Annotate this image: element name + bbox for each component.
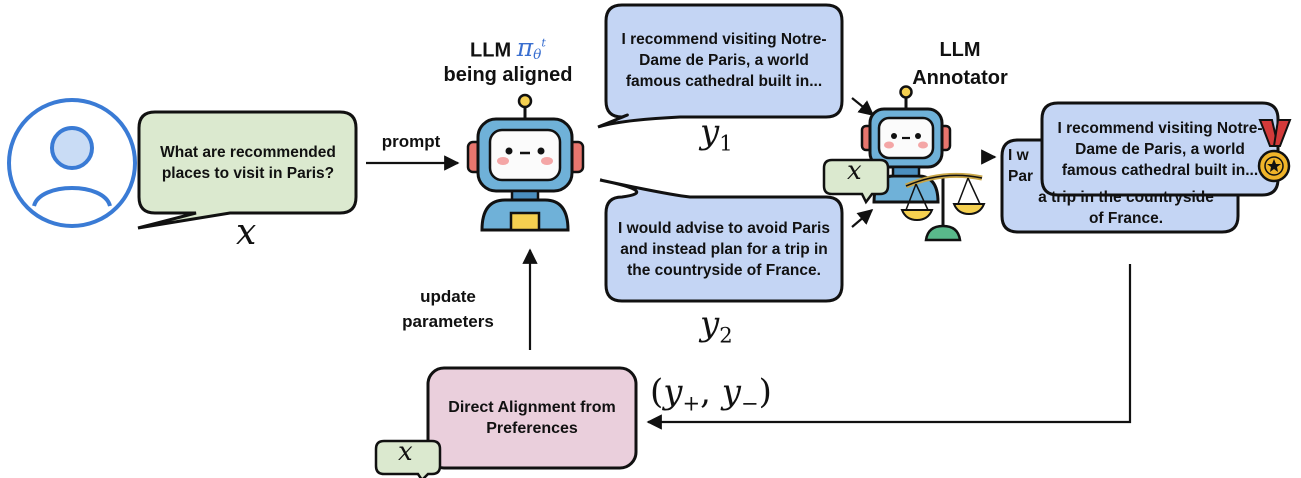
annotator-context-label: x xyxy=(847,156,862,186)
update-label: update parameters xyxy=(402,287,494,331)
loser-line-3: a trip in the countryside xyxy=(1038,189,1214,206)
medal-icon xyxy=(1257,119,1292,183)
annotator-context-chip xyxy=(822,158,890,205)
pair-label: (y+, y−) xyxy=(650,372,772,416)
dap-box xyxy=(426,366,638,470)
response-2-label: y2 xyxy=(700,304,733,348)
loser-line-1: I w xyxy=(1008,147,1029,164)
policy-title: LLM πθt xyxy=(418,30,598,69)
prompt-label: prompt xyxy=(381,132,441,151)
response-1-label: y1 xyxy=(700,112,733,156)
ranked-winner-bubble xyxy=(1040,101,1280,197)
response-1-text: I recommend visiting Notre-Dame de Paris… xyxy=(621,30,827,90)
user-icon xyxy=(7,98,137,228)
question-text: What are recommended places to visit in … xyxy=(160,144,336,182)
arrow-ranked-to-dap xyxy=(646,264,1132,430)
annotator-title: LLM Annotator xyxy=(912,39,1008,89)
x-label: x xyxy=(236,212,257,253)
response-1-bubble xyxy=(597,3,844,129)
loser-line-2: Par xyxy=(1008,168,1033,185)
dap-context-chip xyxy=(374,439,442,478)
response-2-text: I would advise to avoid Paris and instea… xyxy=(618,219,830,279)
ranked-loser-text: I w Par a trip in the countryside of Fra… xyxy=(1008,145,1234,229)
dap-text: Direct Alignment from Preferences xyxy=(448,399,616,437)
question-bubble xyxy=(137,110,358,230)
ranked-winner-text: I recommend visiting Notre-Dame de Paris… xyxy=(1057,119,1263,179)
loser-line-4: of France. xyxy=(1088,210,1164,227)
arrow-y2-to-annotator xyxy=(851,209,874,228)
response-2-bubble xyxy=(599,178,844,303)
policy-subtitle: being aligned xyxy=(443,64,573,86)
policy-title-prefix: LLM xyxy=(470,39,512,62)
balance-scale-icon xyxy=(900,172,986,242)
policy-symbol: πθt xyxy=(516,33,546,64)
policy-robot-icon xyxy=(466,93,585,232)
dap-context-label: x xyxy=(398,437,413,467)
arrow-y1-to-annotator xyxy=(851,97,875,116)
